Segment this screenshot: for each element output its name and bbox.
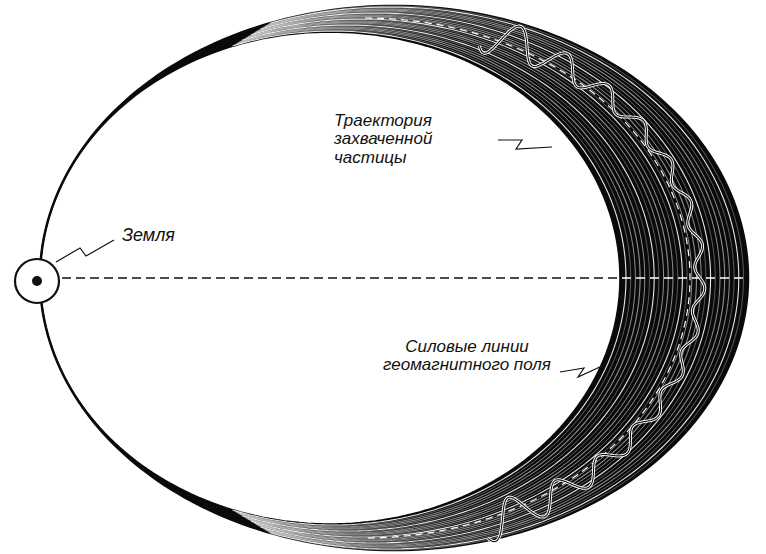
- equator-line: [62, 277, 620, 278]
- earth-center: [32, 276, 42, 286]
- field-line: [257, 15, 701, 541]
- field-line: [271, 6, 743, 550]
- earth-symbol: [15, 259, 59, 303]
- field-line: [237, 28, 640, 528]
- label: Силовые линии геомагнитного поля: [378, 338, 556, 375]
- equator-line: [622, 277, 744, 278]
- field-line: [40, 32, 620, 524]
- leader-line: [560, 366, 602, 377]
- leader-line: [498, 140, 552, 149]
- label: Земля: [122, 226, 212, 245]
- field-line-band: [40, 6, 748, 550]
- leader-line: [56, 240, 114, 262]
- field-line: [236, 29, 636, 527]
- particle-trajectory-halo: [479, 26, 704, 542]
- field-line: [40, 6, 748, 550]
- label: Траектория захваченной частицы: [334, 112, 484, 167]
- particle-trajectory: [479, 26, 704, 542]
